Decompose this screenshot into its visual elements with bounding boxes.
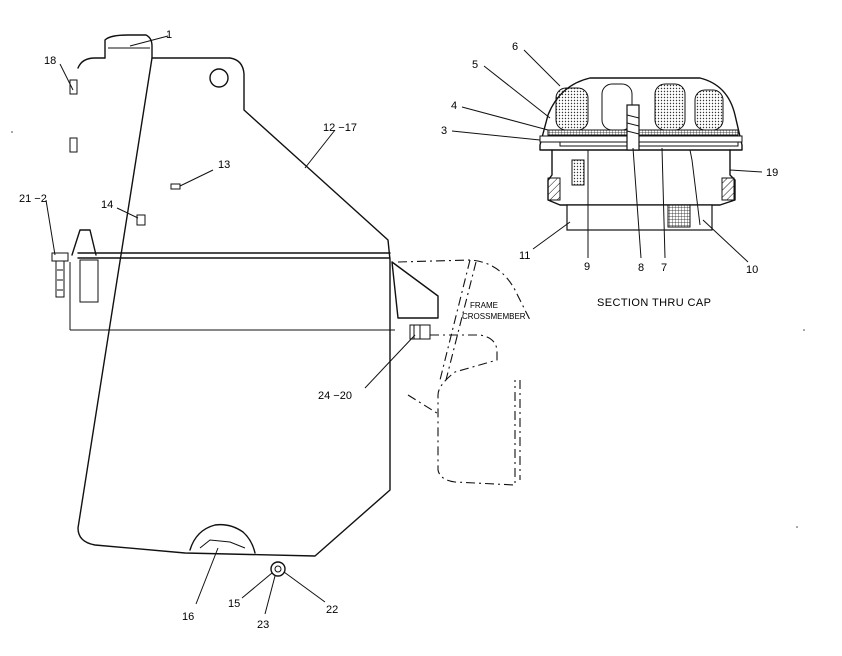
frame-crossmember (397, 259, 531, 486)
callout-8: 8 (638, 262, 644, 274)
frame-label-line1: FRAME (470, 301, 498, 310)
side-tab (69, 79, 78, 95)
callout-3: 3 (441, 125, 447, 137)
callout-21-2: 21 −2 (19, 193, 47, 205)
fuel-tank (51, 34, 439, 577)
callout-10: 10 (746, 264, 758, 276)
callout-16: 16 (182, 611, 194, 623)
callout-23: 23 (257, 619, 269, 631)
callout-5: 5 (472, 59, 478, 71)
callout-15: 15 (228, 598, 240, 610)
callout-4: 4 (451, 100, 457, 112)
callout-14: 14 (101, 199, 113, 211)
leader-lines (45, 35, 763, 615)
callout-6: 6 (512, 41, 518, 53)
cap-section (539, 77, 743, 231)
bolt-21 (51, 252, 69, 298)
callout-11: 11 (519, 250, 530, 262)
drain-cutout (189, 523, 256, 554)
filler-neck (104, 34, 153, 59)
tank-outline (77, 57, 391, 557)
mounting-hole (209, 68, 229, 88)
callout-7: 7 (661, 262, 667, 274)
callout-24-20: 24 −20 (318, 390, 352, 402)
callout-18: 18 (44, 55, 56, 67)
part-14 (136, 214, 146, 226)
callout-22: 22 (326, 604, 338, 616)
callout-1: 1 (166, 29, 172, 41)
part-13 (170, 183, 181, 190)
callout-13: 13 (218, 159, 230, 171)
drain-plug (270, 561, 286, 577)
callout-9: 9 (584, 261, 590, 273)
callouts: 1 18 12 −17 13 14 21 −2 24 −20 16 15 23 … (19, 29, 778, 631)
frame-label-line2: CROSSMEMBER (462, 312, 526, 321)
section-caption: SECTION THRU CAP (597, 297, 711, 309)
callout-12-17: 12 −17 (323, 122, 357, 134)
callout-19: 19 (766, 167, 778, 179)
